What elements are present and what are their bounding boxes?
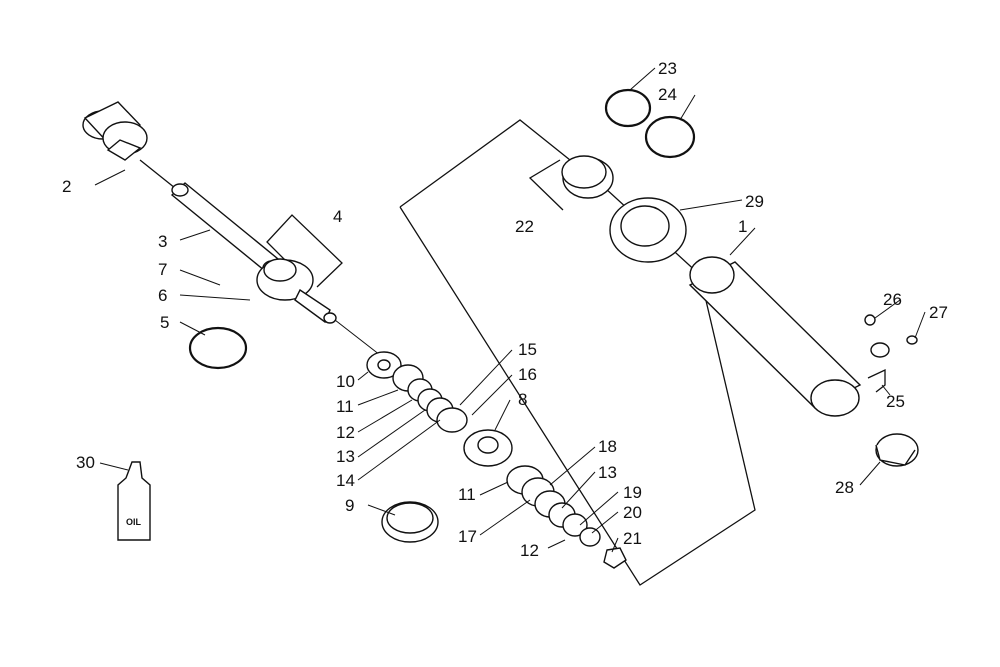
callout-29: 29 — [745, 192, 764, 211]
callout-14: 14 — [336, 471, 355, 490]
bracket-22 — [528, 159, 564, 211]
bushing-part-28 — [875, 433, 919, 467]
callout-23: 23 — [658, 59, 677, 78]
callout-18: 18 — [598, 437, 617, 456]
callout-9: 9 — [345, 496, 354, 515]
callout-8: 8 — [518, 390, 527, 409]
callout-4: 4 — [333, 207, 342, 226]
callout-labels: 1 2 3 4 5 6 7 8 9 10 11 12 13 14 15 16 1… — [62, 59, 948, 560]
callout-28: 28 — [835, 478, 854, 497]
ring-part-24 — [644, 115, 696, 159]
shim-stack-lower — [506, 465, 627, 569]
cap-part-26 — [864, 314, 876, 326]
callout-10: 10 — [336, 372, 355, 391]
oil-bottle-part-30: OIL — [117, 461, 151, 541]
centerline-upper — [334, 319, 381, 356]
bracket-4 — [266, 214, 343, 288]
valve-part-25 — [870, 342, 890, 358]
callout-20: 20 — [623, 503, 642, 522]
callout-12: 12 — [336, 423, 355, 442]
callout-2: 2 — [62, 177, 71, 196]
eye-end-part-2 — [82, 101, 148, 161]
callout-30: 30 — [76, 453, 95, 472]
seal-part-29 — [609, 197, 687, 263]
callout-11-lower: 11 — [458, 485, 476, 504]
callout-19: 19 — [623, 483, 642, 502]
callout-27: 27 — [929, 303, 948, 322]
body-part-1 — [688, 256, 862, 417]
washer-part-10 — [366, 351, 402, 379]
callout-7: 7 — [158, 260, 167, 279]
callout-11: 11 — [336, 397, 354, 416]
bracket-25 — [867, 368, 886, 393]
screw-part-27 — [906, 335, 918, 345]
piston-part-8 — [463, 429, 513, 467]
callout-12-lower: 12 — [520, 541, 539, 560]
callout-1: 1 — [738, 217, 747, 236]
callout-6: 6 — [158, 286, 167, 305]
callout-13-lower: 13 — [598, 463, 617, 482]
band-part-9 — [381, 501, 439, 543]
shaft-part-3 — [139, 159, 285, 276]
callout-5: 5 — [160, 313, 169, 332]
cap-part-22 — [561, 155, 614, 199]
shim-stack-upper — [392, 364, 468, 433]
ring-part-23 — [604, 88, 652, 128]
callout-15: 15 — [518, 340, 537, 359]
leader-lines — [94, 67, 926, 553]
callout-25: 25 — [886, 392, 905, 411]
piston-head-part-6 — [256, 258, 337, 324]
callout-16: 16 — [518, 365, 537, 384]
callout-13: 13 — [336, 447, 355, 466]
callout-21: 21 — [623, 529, 642, 548]
callout-26: 26 — [883, 290, 902, 309]
callout-24: 24 — [658, 85, 677, 104]
callout-17: 17 — [458, 527, 477, 546]
callout-3: 3 — [158, 232, 167, 251]
o-ring-part-5 — [188, 326, 248, 370]
bottle-label: OIL — [126, 517, 142, 527]
callout-22: 22 — [515, 217, 534, 236]
